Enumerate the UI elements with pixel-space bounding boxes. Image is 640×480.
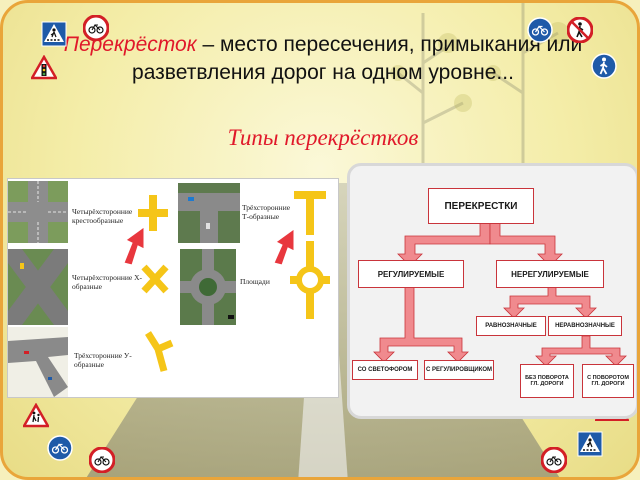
label-four-way-cross: Четырёхсторонние крестообразные (72, 207, 133, 225)
diagram-unequal: НЕРАВНОЗНАЧНЫЕ (548, 316, 622, 336)
pedestrian-path-sign-icon (591, 53, 617, 79)
x-shape-icon (141, 264, 169, 294)
diagram-by-officer: С РЕГУЛИРОВЩИКОМ (424, 360, 494, 380)
page-title: Перекрёсток – место пересечения, примыка… (13, 31, 633, 87)
red-arrow-icon (123, 226, 145, 265)
bicycle-path-sign-icon (527, 17, 553, 43)
x-intersection-image (8, 249, 68, 325)
intersection-types-panel: Четырёхсторонние крестообразные Трёхстор… (7, 178, 339, 398)
diagram-unregulated: НЕРЕГУЛИРУЕМЫЕ (496, 260, 604, 288)
pedestrian-crossing-sign-icon (577, 431, 603, 457)
roundabout-image (180, 249, 236, 325)
diagram-no-turn: БЕЗ ПОВОРОТА ГЛ. ДОРОГИ (520, 364, 574, 398)
classification-diagram: ПЕРЕКРЕСТКИ РЕГУЛИРУЕМЫЕ НЕРЕГУЛИРУЕМЫЕ … (347, 163, 637, 419)
no-bicycles-sign-icon (83, 15, 109, 41)
pedestrian-crossing-sign-icon (41, 21, 67, 47)
label-three-way-t: Трёхсторонние Т-образные (242, 203, 291, 221)
t-intersection-image (178, 183, 240, 243)
traffic-light-warning-sign-icon (31, 55, 57, 80)
no-bicycles-sign-icon (89, 447, 115, 473)
red-arrow-icon (273, 228, 295, 265)
diagram-with-turn: С ПОВОРОТОМ ГЛ. ДОРОГИ (582, 364, 634, 398)
no-bicycles-sign-icon (541, 447, 567, 473)
roundabout-shape-icon (290, 241, 330, 319)
cross-intersection-image (8, 181, 68, 243)
diagram-equal: РАВНОЗНАЧНЫЕ (476, 316, 546, 336)
label-three-way-y: Трёхсторонние У-образные (74, 351, 132, 369)
label-squares: Площади (240, 277, 270, 286)
cross-shape-icon (138, 195, 168, 231)
label-four-way-x: Четырёхсторонние Х-образные (72, 273, 143, 291)
diagram-connectors (373, 221, 627, 367)
diagram-regulated: РЕГУЛИРУЕМЫЕ (358, 260, 464, 288)
diagram-root: ПЕРЕКРЕСТКИ (428, 188, 534, 224)
y-shape-icon (145, 331, 174, 372)
diagram-by-light: СО СВЕТОФОРОМ (352, 360, 418, 380)
page-subtitle: Типы перекрёстков (227, 125, 419, 150)
y-intersection-image (8, 327, 68, 397)
bicycle-path-sign-icon (47, 435, 73, 461)
title-rest: – место пересечения, примыкания или разв… (132, 33, 583, 84)
children-warning-sign-icon (23, 403, 49, 428)
no-pedestrians-sign-icon (567, 17, 593, 43)
t-shape-icon (294, 191, 326, 235)
